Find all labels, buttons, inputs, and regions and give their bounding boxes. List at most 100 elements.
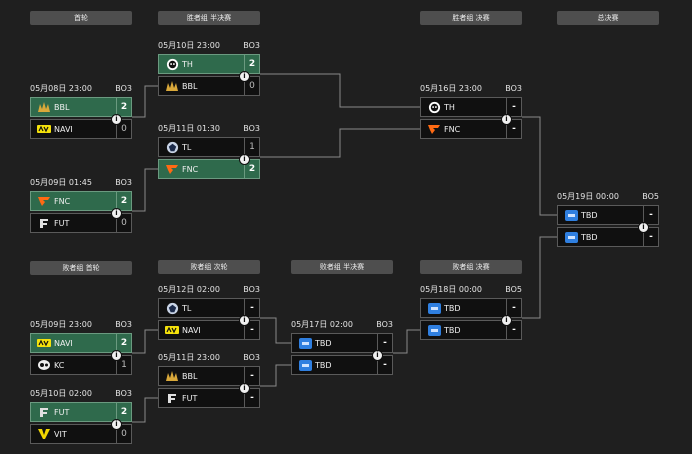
match-format: BO3	[243, 285, 260, 294]
bracket-connector-line	[522, 116, 557, 216]
team-name: TBD	[444, 303, 461, 313]
team-name: TBD	[315, 338, 332, 348]
team-score: 2	[244, 55, 259, 73]
team-row[interactable]: FUT-	[158, 388, 260, 408]
match-info-icon[interactable]: i	[239, 315, 250, 326]
match-info-icon[interactable]: i	[239, 383, 250, 394]
team-row[interactable]: TBD-	[420, 320, 522, 340]
match-info-icon[interactable]: i	[111, 208, 122, 219]
bbl-logo-icon	[165, 369, 179, 383]
team-name: FUT	[182, 393, 198, 403]
team-name: NAVI	[54, 124, 73, 134]
team-score: 0	[116, 120, 131, 138]
round-header: 败者组 半决赛	[291, 260, 393, 274]
match-info-icon[interactable]: i	[239, 154, 250, 165]
team-row[interactable]: TBD-	[420, 298, 522, 318]
bracket-connector-line	[132, 397, 158, 423]
match-date: 05月19日 00:00	[557, 192, 619, 201]
round-header: 败者组 次轮	[158, 260, 260, 274]
match-info-icon[interactable]: i	[501, 315, 512, 326]
team-score: 0	[116, 214, 131, 232]
team-name: BBL	[54, 102, 70, 112]
navi-logo-icon	[37, 122, 51, 136]
match-format: BO3	[115, 84, 132, 93]
fut-logo-icon	[37, 405, 51, 419]
team-row[interactable]: FNC-	[420, 119, 522, 139]
team-name: VIT	[54, 429, 67, 439]
team-score: -	[377, 356, 392, 374]
team-row[interactable]: TH 2	[158, 54, 260, 74]
match-format: BO5	[505, 285, 522, 294]
team-score: 2	[116, 192, 131, 210]
navi-logo-icon	[37, 336, 51, 350]
match-date: 05月08日 23:00	[30, 84, 92, 93]
round-header: 败者组 首轮	[30, 261, 132, 275]
team-row[interactable]: TBD-	[557, 227, 659, 247]
team-score: -	[506, 120, 521, 138]
team-name: NAVI	[182, 325, 201, 335]
team-name: FUT	[54, 407, 70, 417]
team-row[interactable]: BBL -	[158, 366, 260, 386]
team-score: -	[244, 367, 259, 385]
bracket-connector-line	[132, 168, 158, 212]
match-format: BO3	[115, 389, 132, 398]
team-name: TH	[182, 59, 193, 69]
match-date: 05月10日 02:00	[30, 389, 92, 398]
team-name: KC	[54, 360, 65, 370]
team-score: -	[643, 228, 658, 246]
match-info-icon[interactable]: i	[111, 419, 122, 430]
match-info-icon[interactable]: i	[111, 350, 122, 361]
tbd-logo-icon	[564, 230, 578, 244]
team-row[interactable]: TL-	[158, 298, 260, 318]
team-row[interactable]: NAVI 0	[30, 119, 132, 139]
round-header: 胜者组 决赛	[420, 11, 522, 25]
match-format: BO3	[243, 353, 260, 362]
match-info-icon[interactable]: i	[111, 114, 122, 125]
tbd-logo-icon	[298, 358, 312, 372]
team-name: BBL	[182, 371, 198, 381]
team-row[interactable]: TBD-	[291, 355, 393, 375]
match-format: BO3	[376, 320, 393, 329]
match-info-icon[interactable]: i	[239, 71, 250, 82]
team-row[interactable]: TBD-	[291, 333, 393, 353]
team-row[interactable]: NAVI-	[158, 320, 260, 340]
team-row[interactable]: TH-	[420, 97, 522, 117]
match-info-icon[interactable]: i	[501, 114, 512, 125]
match-date: 05月11日 23:00	[158, 353, 220, 362]
match-info-icon[interactable]: i	[372, 350, 383, 361]
match-date: 05月09日 23:00	[30, 320, 92, 329]
tl-logo-icon	[165, 301, 179, 315]
match-date: 05月16日 23:00	[420, 84, 482, 93]
match-info-icon[interactable]: i	[638, 222, 649, 233]
team-row[interactable]: TBD-	[557, 205, 659, 225]
match-format: BO3	[115, 178, 132, 187]
tbd-logo-icon	[298, 336, 312, 350]
